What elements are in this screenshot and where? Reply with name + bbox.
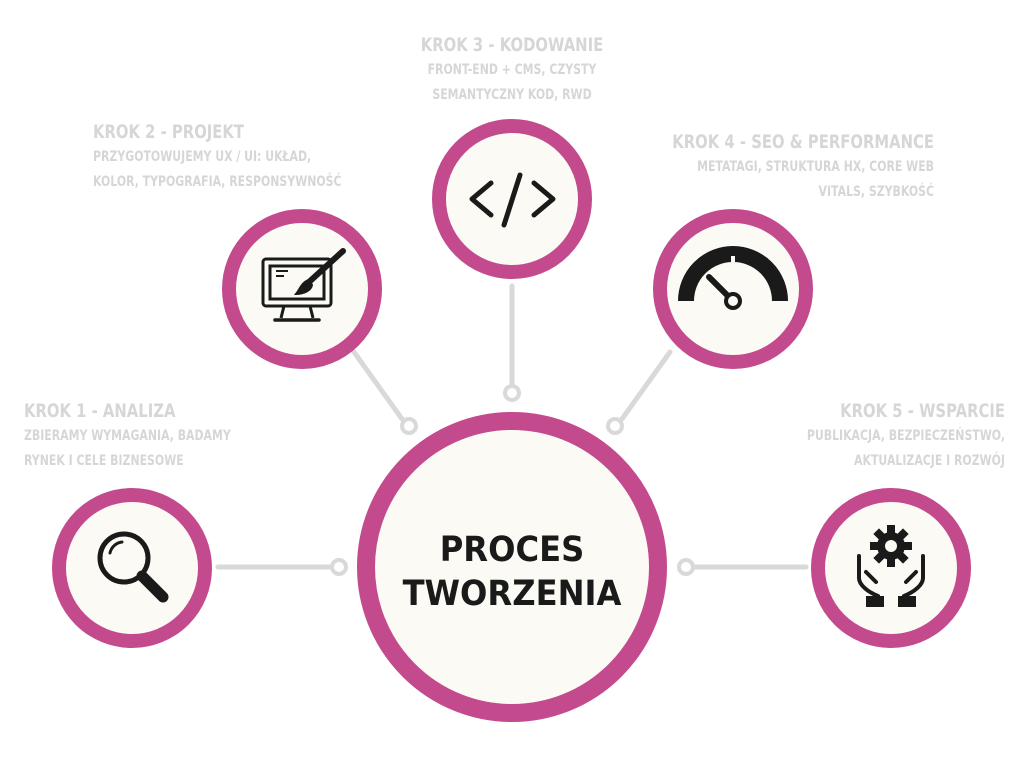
step3-desc-line1: FRONT-END + CMS, CZYSTY [427,62,597,78]
step5-text: KROK 5 - WSPARCIE PUBLIKACJA, BEZPIECZEŃ… [580,398,1005,474]
monitor-brush-icon [261,248,346,322]
step4-desc-line1: METATAGI, STRUKTURA HX, CORE WEB [697,159,934,175]
step1-text: KROK 1 - ANALIZA ZBIERAMY WYMAGANIA, BAD… [24,398,444,474]
connector-dots [330,384,695,576]
step5-desc-line2: AKTUALIZACJE I ROZWÓJ [854,453,1005,469]
step4-text: KROK 4 - SEO & PERFORMANCE METATAGI, STR… [510,129,934,205]
step4-title: KROK 4 - SEO & PERFORMANCE [672,131,934,153]
step5-title: KROK 5 - WSPARCIE [840,400,1005,422]
step3-text: KROK 3 - KODOWANIE FRONT-END + CMS, CZYS… [312,32,712,108]
connector-dot-step2 [400,417,418,435]
step4-desc-line2: VITALS, SZYBKOŚĆ [818,184,934,200]
connectors [215,283,809,570]
connector-dot-step3 [503,384,521,402]
center-label: PROCES TWORZENIA [383,528,641,616]
step5-circle [811,488,971,648]
step1-desc-line2: RYNEK I CELE BIZNESOWE [24,453,184,469]
center-circle [357,412,667,722]
connector-step2 [351,349,405,422]
step3-title: KROK 3 - KODOWANIE [420,34,604,56]
center-label-line1: PROCES [439,530,585,570]
step2-text: KROK 2 - PROJEKT PRZYGOTOWUJEMY UX / UI:… [93,119,513,195]
hands-gear-icon [857,525,925,607]
connector-dot-step1 [330,558,348,576]
step5-desc-line1: PUBLIKACJA, BEZPIECZEŃSTWO, [806,428,1005,444]
step2-desc-line2: KOLOR, TYPOGRAFIA, RESPONSYWNOŚĆ [93,174,342,190]
connector-dot-step5 [677,558,695,576]
step4-circle [653,209,813,369]
step2-desc-line1: PRZYGOTOWUJEMY UX / UI: UKŁAD, [93,149,312,165]
magnifier-icon [97,531,169,603]
step1-circle [52,488,212,648]
speedometer-icon [678,246,788,310]
connector-dot-step4 [606,417,624,435]
step3-desc-line2: SEMANTYCZNY KOD, RWD [432,87,592,103]
center-label-line2: TWORZENIA [402,574,622,614]
step2-title: KROK 2 - PROJEKT [93,121,245,143]
step1-desc-line1: ZBIERAMY WYMAGANIA, BADAMY [24,428,231,444]
connector-step4 [619,349,673,422]
code-icon [469,172,556,228]
step1-title: KROK 1 - ANALIZA [24,400,176,422]
